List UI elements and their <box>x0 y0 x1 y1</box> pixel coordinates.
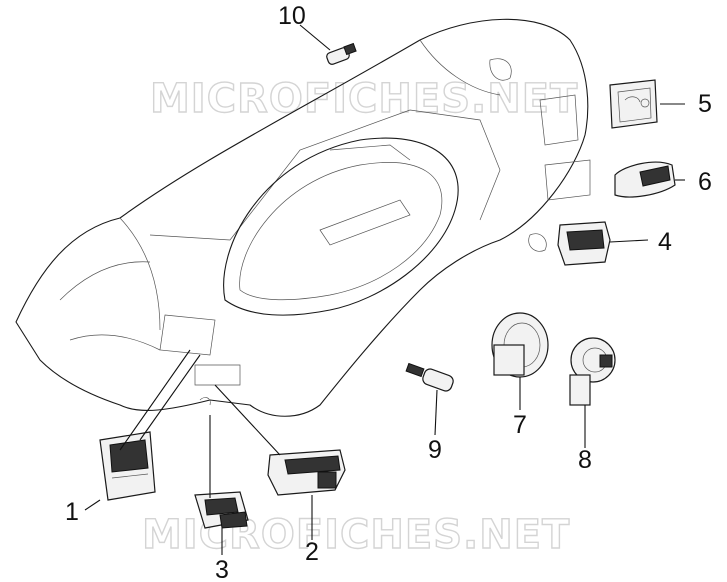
part-switch-6 <box>614 161 676 198</box>
part-bulb <box>326 42 357 65</box>
callout-7: 7 <box>513 411 527 439</box>
part-switch-2 <box>267 449 346 496</box>
callout-9: 9 <box>428 436 442 464</box>
callout-4: 4 <box>658 228 672 256</box>
part-socket <box>569 337 616 406</box>
callout-2: 2 <box>305 538 319 566</box>
part-switch-3 <box>194 491 249 529</box>
leader-lines <box>84 24 685 555</box>
part-ring <box>491 312 549 378</box>
part-switch-4 <box>557 221 611 266</box>
watermark-top: MICROFICHES.NET <box>150 76 578 122</box>
part-small-bulb <box>405 362 454 392</box>
dashboard-body <box>15 18 591 417</box>
callout-10: 10 <box>278 2 306 30</box>
callout-8: 8 <box>578 446 592 474</box>
callout-5: 5 <box>698 90 712 118</box>
part-switch-1 <box>99 431 156 501</box>
callout-6: 6 <box>698 168 712 196</box>
callout-3: 3 <box>215 556 229 582</box>
part-switch-5 <box>609 79 658 129</box>
callout-1: 1 <box>65 498 79 526</box>
